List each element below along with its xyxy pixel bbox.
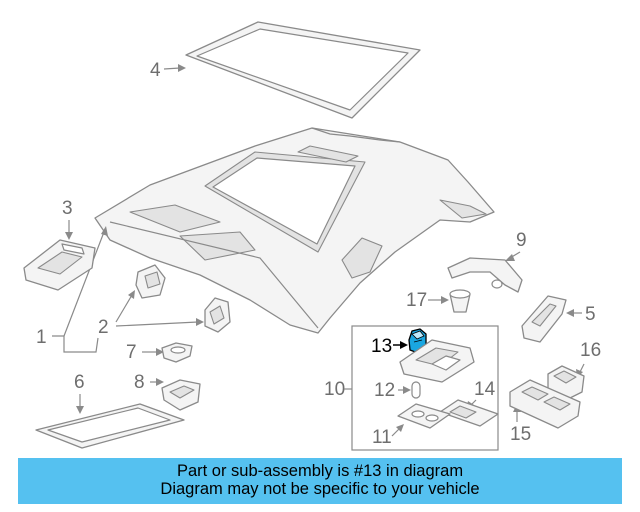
- part-7-clip[interactable]: [161, 342, 193, 363]
- part-9-grab-handle[interactable]: [447, 257, 523, 293]
- callout-13[interactable]: 13: [371, 336, 392, 357]
- banner-line-2: Diagram may not be specific to your vehi…: [160, 480, 480, 498]
- callout-3[interactable]: 3: [62, 198, 73, 219]
- callout-6[interactable]: 6: [74, 372, 85, 393]
- callout-16[interactable]: 16: [580, 340, 601, 361]
- part-11-lens[interactable]: [397, 403, 451, 429]
- part-14-lens[interactable]: [439, 399, 499, 427]
- callout-2[interactable]: 2: [98, 317, 109, 338]
- part-3-clip-housing[interactable]: [23, 239, 96, 291]
- part-17-clip[interactable]: [449, 289, 471, 313]
- part-1-headliner[interactable]: [94, 127, 495, 334]
- callout-7[interactable]: 7: [126, 342, 137, 363]
- console-lamp-housing: [399, 339, 475, 383]
- subassembly-box: [351, 325, 499, 451]
- part-8-cover[interactable]: [161, 379, 201, 411]
- part-15-lamp-assembly[interactable]: [509, 379, 581, 429]
- callout-12[interactable]: 12: [374, 380, 395, 401]
- part-6-sunvisor[interactable]: [35, 403, 185, 449]
- callout-14[interactable]: 14: [474, 379, 496, 400]
- part-2-holder-b[interactable]: [204, 297, 231, 333]
- banner-line-1: Part or sub-assembly is #13 in diagram: [176, 462, 464, 480]
- callout-17[interactable]: 17: [406, 290, 427, 311]
- part-5-bracket[interactable]: [521, 295, 567, 343]
- callout-4[interactable]: 4: [150, 60, 161, 81]
- callout-1[interactable]: 1: [36, 327, 47, 348]
- info-banner: Part or sub-assembly is #13 in diagram D…: [18, 458, 622, 504]
- callout-10[interactable]: 10: [324, 379, 345, 400]
- part-12-bulb[interactable]: [411, 381, 421, 399]
- part-2-holder-a[interactable]: [135, 264, 166, 299]
- callout-11[interactable]: 11: [372, 427, 392, 448]
- callout-15[interactable]: 15: [510, 424, 531, 445]
- callout-9[interactable]: 9: [516, 230, 527, 251]
- callout-8[interactable]: 8: [134, 372, 145, 393]
- callout-5[interactable]: 5: [585, 304, 596, 325]
- part-4-seal[interactable]: [185, 21, 421, 119]
